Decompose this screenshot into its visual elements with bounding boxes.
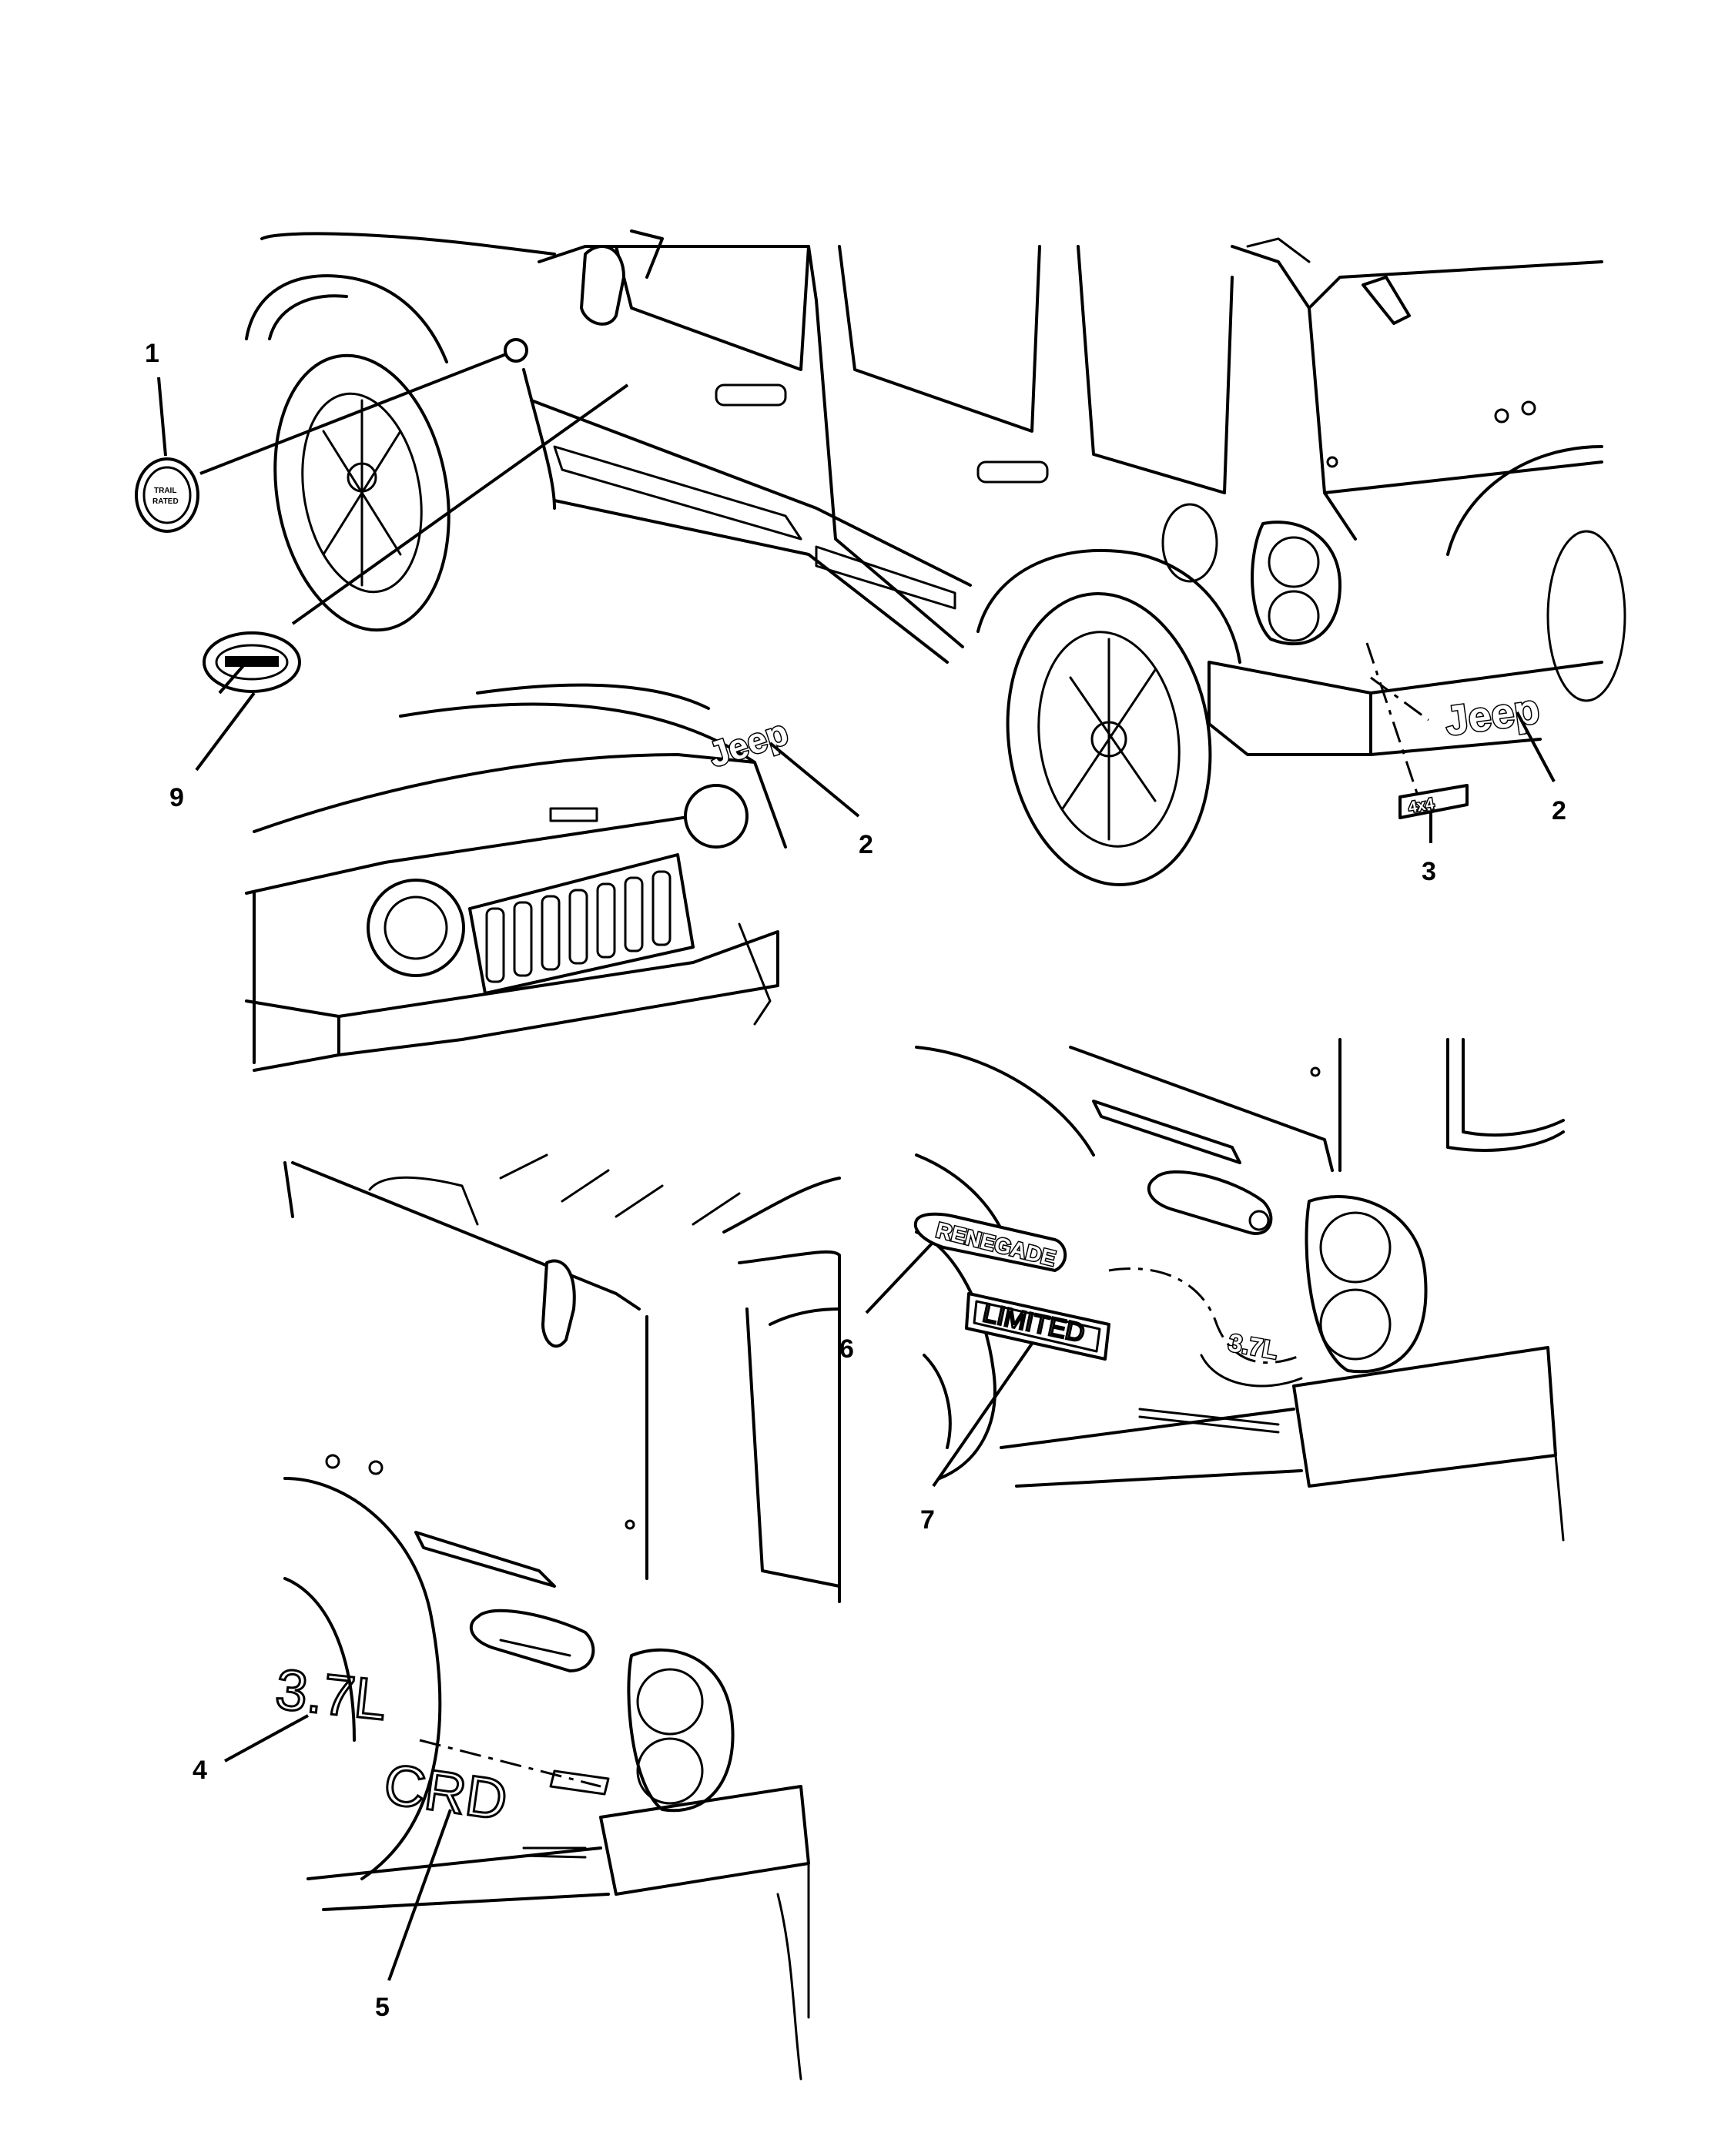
badge-jeep-hood-text: Jeep — [704, 711, 793, 775]
badge-3-7l-small: 3.7L — [1225, 1327, 1281, 1366]
callout-7: 7 — [920, 1505, 935, 1535]
badge-round-trail-rated: TRAIL RATED — [135, 457, 199, 533]
vehicle-front-view — [245, 683, 787, 1072]
badge-limited: LIMITED — [965, 1292, 1110, 1361]
vehicle-rear-left-view — [283, 1153, 841, 2081]
badge-3-7l-small-text: 3.7L — [1227, 1328, 1280, 1364]
leader-lines — [157, 338, 1556, 1981]
callout-1: 1 — [145, 339, 159, 368]
badge-jeep-rear-text: Jeep — [1442, 686, 1542, 745]
callout-6: 6 — [839, 1334, 854, 1364]
callout-2-front: 2 — [859, 830, 873, 859]
badge-4x4: 4x4 — [1398, 784, 1469, 819]
vehicle-rear-center-view — [915, 1038, 1565, 1542]
badge-jeep-hood: Jeep — [702, 711, 794, 776]
vehicle-side-rear-view — [245, 229, 1626, 887]
grille-slots — [485, 870, 672, 983]
callout-3: 3 — [1422, 857, 1436, 886]
badge-3-7l-large-text: 3.7L — [273, 1657, 390, 1732]
svg-text:RATED: RATED — [152, 497, 179, 506]
badge-3-7l-large: 3.7L — [272, 1656, 391, 1733]
svg-text:TRAIL: TRAIL — [154, 487, 176, 495]
callout-9: 9 — [169, 783, 184, 812]
badge-oval-emblem — [203, 631, 301, 693]
badge-jeep-rear: Jeep — [1441, 685, 1543, 746]
badge-renegade: RENEGADE — [913, 1212, 1067, 1272]
callout-labels: 1 2 2 3 4 5 6 7 9 — [145, 339, 1566, 2022]
callout-5: 5 — [375, 1993, 390, 2022]
callout-2-rear: 2 — [1552, 796, 1566, 825]
callout-4: 4 — [193, 1756, 207, 1785]
